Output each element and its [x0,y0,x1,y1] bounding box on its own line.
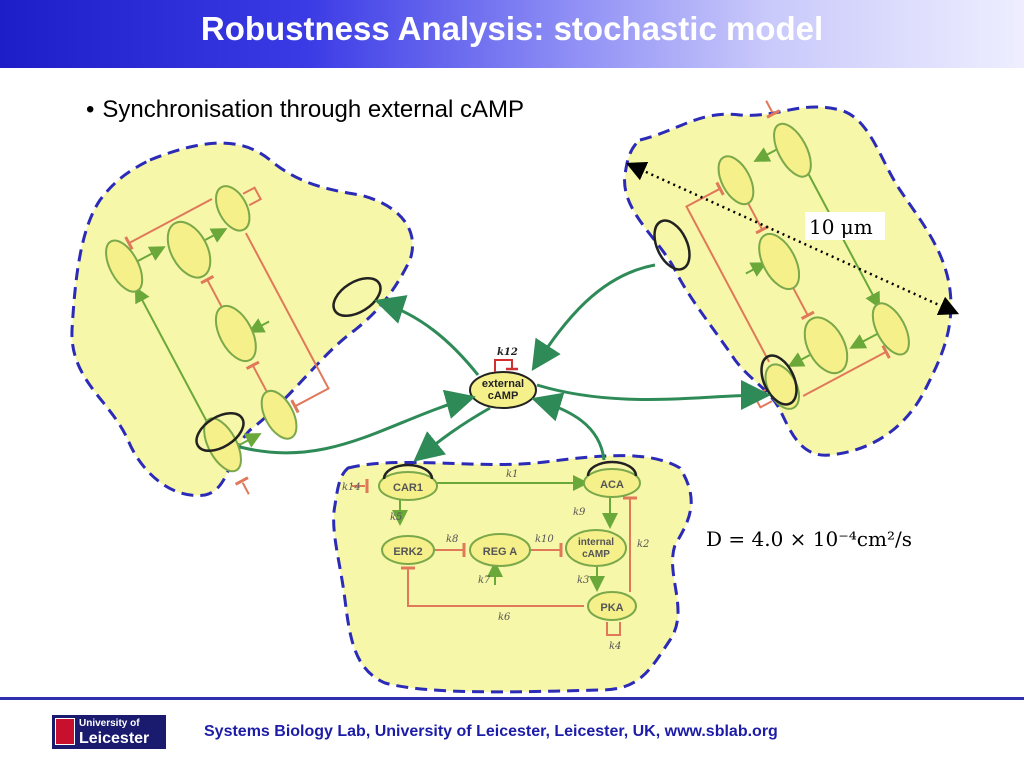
rate-k4: k4 [609,641,621,652]
scale-label: 10 μm [809,215,873,239]
node-rega: REG A [483,546,517,558]
rate-k12: k12 [497,347,518,358]
logo-line2: Leicester [79,730,150,747]
cell-bottom-membrane [332,454,693,694]
university-logo: University of Leicester [52,715,166,749]
arrow-right-aca-to-hub [531,263,656,372]
rate-k14: k14 [342,482,361,493]
node-aca: ACA [600,479,624,491]
arrow-hub-to-left-car1 [374,295,480,376]
node-internal-camp-line2: cAMP [582,549,610,560]
cell-bottom: CAR1 ACA ERK2 REG A internal cAMP PKA k1… [332,454,693,694]
rate-k9: k9 [573,507,586,518]
diffusion-equation: D = 4.0 × 10⁻⁴cm²/s [706,527,912,551]
cell-left-car1-receptor [332,276,382,318]
rate-k8: k8 [446,534,458,545]
arrow-left-aca-to-hub [239,389,476,455]
rate-k7: k7 [478,575,491,586]
cell-left-aca-receptor [195,411,245,453]
bullet-text: Synchronisation through external cAMP [102,96,524,123]
rate-k6: k6 [498,612,511,623]
node-internal-camp-line1: internal [578,537,614,548]
rate-k10: k10 [535,534,554,545]
cell-left [70,141,415,502]
rate-k2: k2 [637,539,649,550]
rate-k3: k3 [577,575,589,586]
external-camp-line1: external [482,378,524,390]
slide-title: Robustness Analysis: stochastic model [200,10,824,47]
rate-k1: k1 [506,469,518,480]
node-car1: CAR1 [393,482,423,494]
arrow-hub-to-bottom-car1 [413,406,491,462]
title-bar: Robustness Analysis: stochastic model [0,0,1024,68]
arrow-bottom-aca-to-hub [531,392,606,461]
arrow-hub-to-right-car1 [536,380,771,411]
external-camp-line2: cAMP [488,390,519,402]
node-erk2: ERK2 [393,546,422,558]
logo-line1: University of [79,718,140,729]
shield-icon [55,718,75,745]
bullet-dot-icon: • [86,96,95,123]
footer-divider [0,697,1024,700]
scale-bar [625,162,960,315]
cell-right [623,93,953,457]
external-camp-hub: external cAMP k12 [469,347,537,409]
node-pka: PKA [600,602,623,614]
bullet-point: • Synchronisation through external cAMP [86,96,524,124]
rate-k5: k5 [390,512,402,523]
signaling-diagram: CAR1 ACA ERK2 REG A internal cAMP PKA k1… [70,0,960,694]
footer-credit: Systems Biology Lab, University of Leice… [204,723,778,740]
